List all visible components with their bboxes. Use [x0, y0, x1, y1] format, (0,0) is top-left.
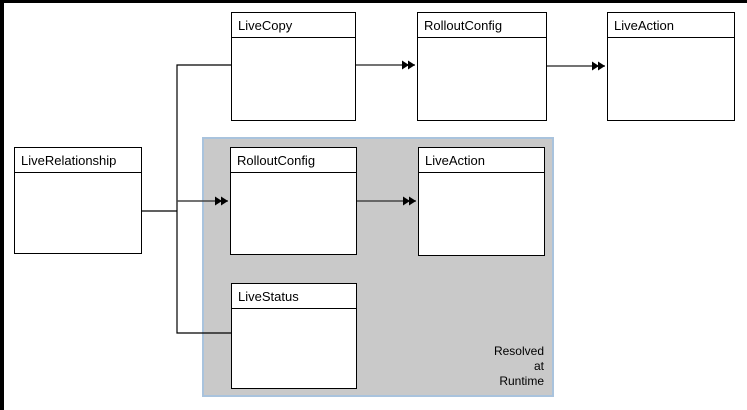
- node-livestatus-title: LiveStatus: [232, 284, 356, 309]
- runtime-group-label: Resolved at Runtime: [494, 344, 544, 389]
- runtime-group-label-line1: Resolved: [493, 344, 544, 358]
- node-liveaction-runtime: LiveAction: [418, 147, 545, 256]
- node-liverelationship: LiveRelationship: [14, 147, 142, 254]
- node-liveaction-top: LiveAction: [607, 12, 735, 121]
- node-liveaction-runtime-title: LiveAction: [419, 148, 544, 173]
- node-rolloutconfig-top: RolloutConfig: [417, 12, 547, 121]
- node-liveaction-top-title: LiveAction: [608, 13, 734, 38]
- node-livestatus: LiveStatus: [231, 283, 357, 389]
- node-rolloutconfig-top-title: RolloutConfig: [418, 13, 546, 38]
- runtime-group-label-line3: Runtime: [499, 374, 544, 388]
- node-liverelationship-title: LiveRelationship: [15, 148, 141, 173]
- node-rolloutconfig-runtime: RolloutConfig: [230, 147, 357, 255]
- runtime-group-label-line2: at: [533, 359, 544, 373]
- frame-left-strip: [0, 0, 4, 410]
- node-livecopy-title: LiveCopy: [232, 13, 355, 38]
- node-rolloutconfig-runtime-title: RolloutConfig: [231, 148, 356, 173]
- frame-top-strip: [0, 0, 747, 3]
- node-livecopy: LiveCopy: [231, 12, 356, 121]
